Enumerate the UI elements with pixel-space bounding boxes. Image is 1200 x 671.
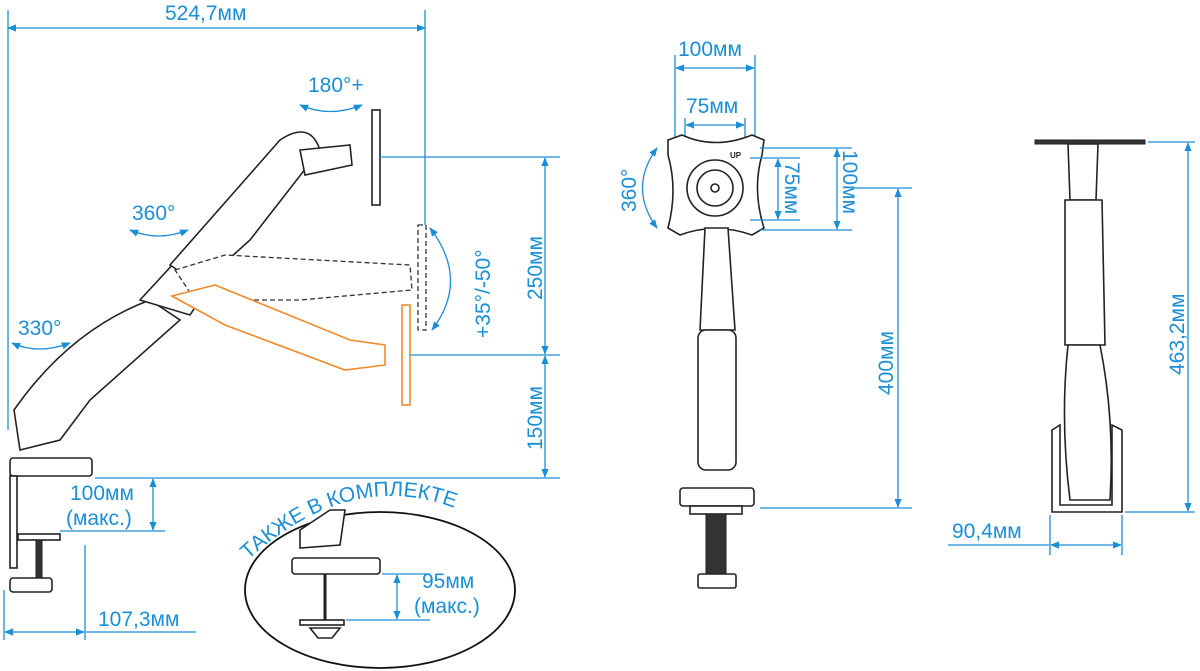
- vesa-75-horizontal-label: 75мм: [686, 95, 738, 118]
- clamp-screw-front: [705, 513, 727, 575]
- tilt-joint-back: [1067, 143, 1099, 201]
- clamp-knob: [9, 577, 53, 593]
- min-height-label: 150мм: [524, 386, 547, 450]
- tilt-arrow-icon: [429, 227, 452, 331]
- clamp-knob-front: [697, 573, 737, 589]
- grommet-arm-base: [299, 509, 346, 549]
- front-rotation-label: 360°: [618, 169, 641, 212]
- pole-front: [697, 329, 737, 471]
- upper-arm-back: [1064, 199, 1106, 346]
- base-back: [1051, 423, 1123, 513]
- total-reach-label: 524,7мм: [165, 2, 246, 25]
- up-mark: UP: [730, 151, 742, 160]
- grommet-thickness-label: 95мм: [422, 570, 474, 593]
- side-view: 524,7мм 180°+ 360° 330° +35°/-50° 250мм: [3, 2, 560, 640]
- vesa-plate-level: [417, 224, 427, 331]
- upper-arm-level: [173, 254, 413, 301]
- tilt-label: +35°/-50°: [472, 249, 495, 338]
- total-height-label: 463,2мм: [1166, 294, 1189, 375]
- grommet-thickness-note: (макс.): [414, 595, 480, 618]
- clamp-pad: [17, 533, 61, 541]
- monitor-rotation-label: 180°+: [308, 74, 364, 97]
- back-view: 463,2мм 90,4мм: [948, 139, 1195, 555]
- grommet-base-plate: [291, 557, 381, 575]
- base-rotation-label: 330°: [18, 317, 61, 340]
- clamp-screw: [35, 539, 43, 581]
- clamp-top-front: [689, 505, 743, 515]
- wing-nut-icon: [308, 627, 342, 639]
- clamp-plate: [9, 475, 18, 569]
- front-view: 100мм 75мм UP 360° 75мм 100мм 400мм: [618, 38, 912, 589]
- clamp-depth-label: 107,3мм: [98, 608, 179, 631]
- included-title: ТАКЖЕ В КОМПЛЕКТЕ: [236, 478, 460, 564]
- width-label: 90,4мм: [952, 520, 1022, 543]
- hub-screw: [710, 183, 720, 193]
- vesa-100-vertical-label: 100мм: [838, 150, 861, 214]
- vesa-plate-lowered: [401, 304, 411, 406]
- height-range-label: 250мм: [524, 236, 547, 300]
- clamp-base: [9, 457, 93, 477]
- rotation-arrow-icon: [641, 147, 658, 229]
- clamp-thickness-label: 100мм: [70, 482, 134, 505]
- grommet-plate: [299, 619, 345, 626]
- rotation-arrow-icon: [129, 229, 189, 237]
- lower-arm-back: [1063, 344, 1113, 501]
- included-title-text: ТАКЖЕ В КОМПЛЕКТЕ: [236, 478, 460, 564]
- callout-ellipse: [244, 511, 516, 669]
- included-grommet-mount: ТАКЖЕ В КОМПЛЕКТЕ 95мм (макс.): [236, 478, 516, 669]
- vesa-75-vertical-label: 75мм: [780, 162, 803, 214]
- lower-arm: [13, 299, 182, 451]
- clamp-thickness-note: (макс.): [66, 507, 132, 530]
- rotation-arrow-icon: [11, 342, 71, 350]
- upper-arm-lowered: [169, 284, 386, 371]
- rotation-arrow-icon: [299, 104, 363, 113]
- vesa-100-horizontal-label: 100мм: [678, 38, 742, 61]
- tilt-joint: [299, 144, 353, 176]
- max-height-label: 400мм: [875, 331, 898, 395]
- arm-rotation-label: 360°: [132, 202, 175, 225]
- vesa-plate-raised: [371, 109, 381, 206]
- base-front: [679, 487, 755, 507]
- upper-arm-front: [699, 227, 736, 331]
- upper-arm-raised: [168, 131, 321, 287]
